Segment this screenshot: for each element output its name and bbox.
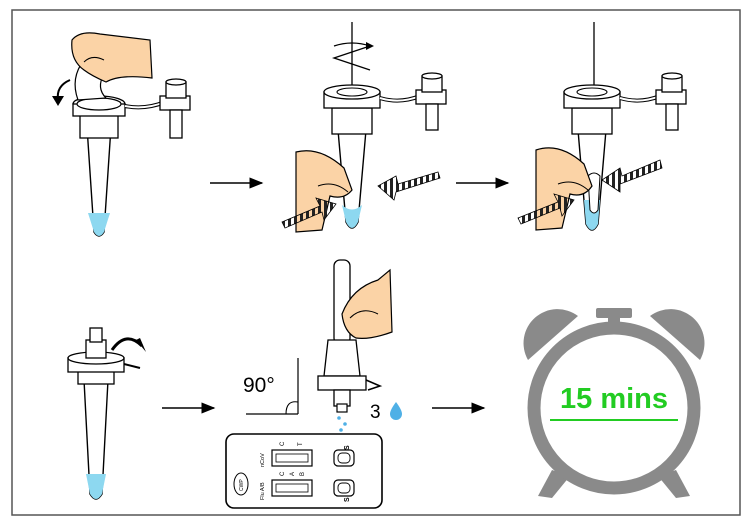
timer-label: 15 mins bbox=[560, 383, 668, 415]
squeeze-arrow-right bbox=[377, 171, 441, 201]
brand-logo-text: CWP bbox=[239, 479, 245, 491]
squeeze-arrow-left bbox=[281, 197, 337, 229]
step-3-remove-swab bbox=[517, 22, 687, 231]
row1-mark-t: T bbox=[298, 442, 304, 446]
liquid bbox=[88, 213, 110, 236]
step-1-open-tube bbox=[52, 32, 191, 237]
well-label-2: S bbox=[344, 497, 351, 502]
row2-mark-c: C bbox=[280, 471, 286, 476]
drop-icon bbox=[343, 422, 347, 426]
droplet-icon bbox=[390, 402, 402, 420]
drop-icon bbox=[337, 416, 341, 420]
row1-label: nCoV bbox=[260, 453, 266, 467]
step-2-rotate-swab bbox=[281, 22, 447, 233]
drop-count: 3 bbox=[370, 402, 381, 423]
angle-label: 90° bbox=[243, 374, 275, 397]
step-5-add-drops: 90° 3 CWP nCoV C T Flu A/B bbox=[225, 259, 402, 509]
alarm-clock-icon: 15 mins bbox=[523, 308, 705, 498]
well-label-1: S bbox=[344, 445, 351, 450]
row2-label: Flu A/B bbox=[260, 482, 266, 500]
row1-mark-c: C bbox=[280, 441, 286, 446]
drop-icon bbox=[339, 428, 343, 432]
step-4-close-cap bbox=[67, 327, 146, 500]
test-cassette: CWP nCoV C T Flu A/B C A B S S bbox=[225, 433, 383, 509]
row2-mark-a: A bbox=[290, 472, 296, 476]
row2-mark-b: B bbox=[300, 472, 306, 476]
